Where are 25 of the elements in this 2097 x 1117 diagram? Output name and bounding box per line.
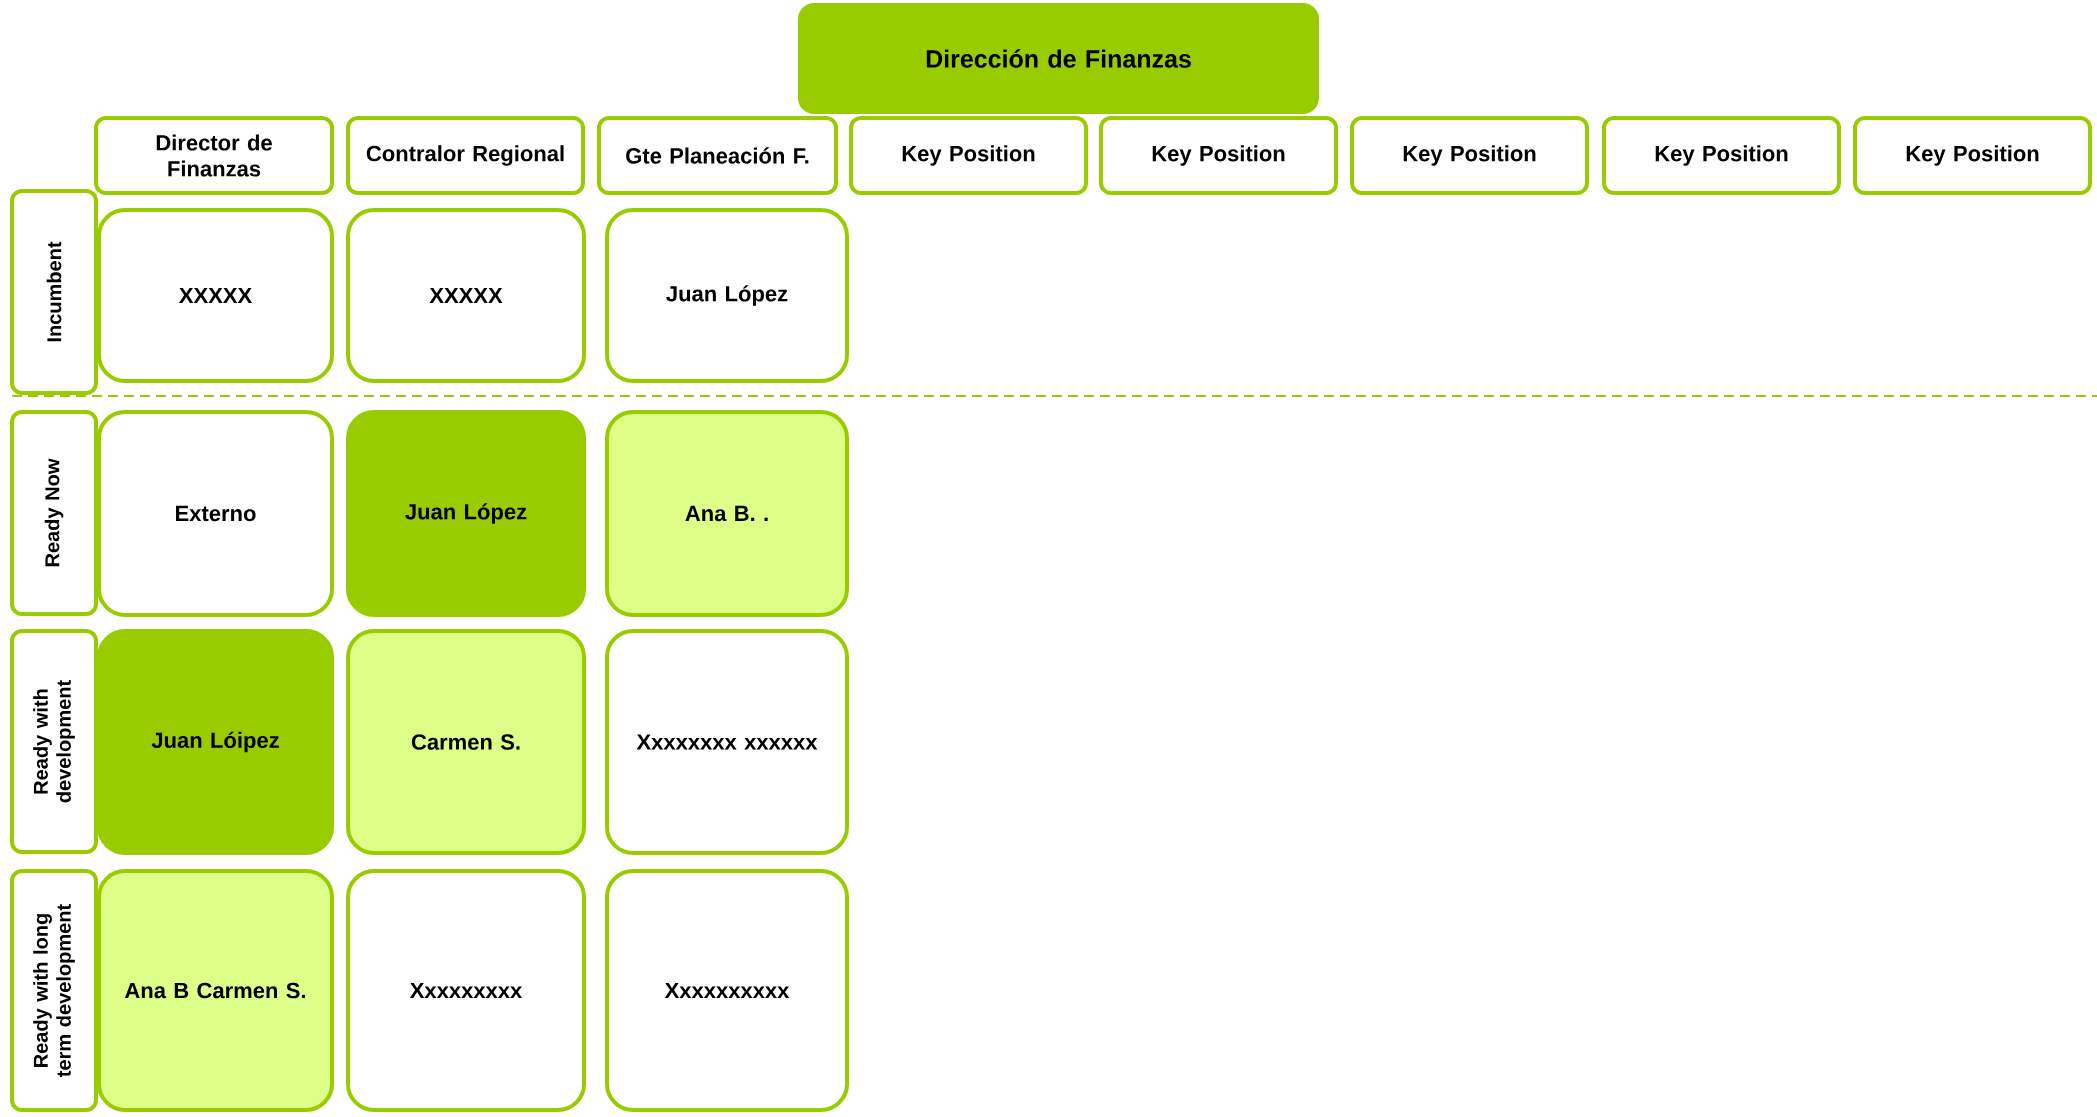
position-header-box: Key Position: [1853, 116, 2092, 195]
position-header-box: Director de Finanzas: [94, 116, 334, 195]
candidate-box: Juan Lóipez: [97, 629, 334, 855]
position-header-box: Key Position: [1099, 116, 1338, 195]
position-header-box: Contralor Regional: [346, 116, 585, 195]
candidate-box: Ana B. .: [605, 410, 849, 617]
candidate-box: Juan López: [605, 208, 849, 383]
candidate-box: Xxxxxxxx xxxxxx: [605, 629, 849, 855]
position-header-box: Key Position: [1350, 116, 1589, 195]
row-label-box: Ready with long term development: [10, 869, 98, 1112]
row-label-box: Incumbent: [10, 189, 98, 395]
position-header-box: Key Position: [849, 116, 1088, 195]
candidate-box: XXXXX: [97, 208, 334, 383]
row-label-box: Ready Now: [10, 410, 98, 616]
title-box: Dirección de Finanzas: [798, 3, 1319, 114]
row-label-box: Ready with development: [10, 629, 98, 854]
candidate-box: Externo: [97, 410, 334, 617]
candidate-box: Xxxxxxxxxx: [605, 869, 849, 1112]
candidate-box: Xxxxxxxxx: [346, 869, 586, 1112]
candidate-box: XXXXX: [346, 208, 586, 383]
candidate-box: Juan López: [346, 410, 586, 617]
position-header-box: Key Position: [1602, 116, 1841, 195]
candidate-box: Carmen S.: [346, 629, 586, 855]
candidate-box: Ana B Carmen S.: [97, 869, 334, 1112]
position-header-box: Gte Planeación F.: [597, 116, 838, 195]
